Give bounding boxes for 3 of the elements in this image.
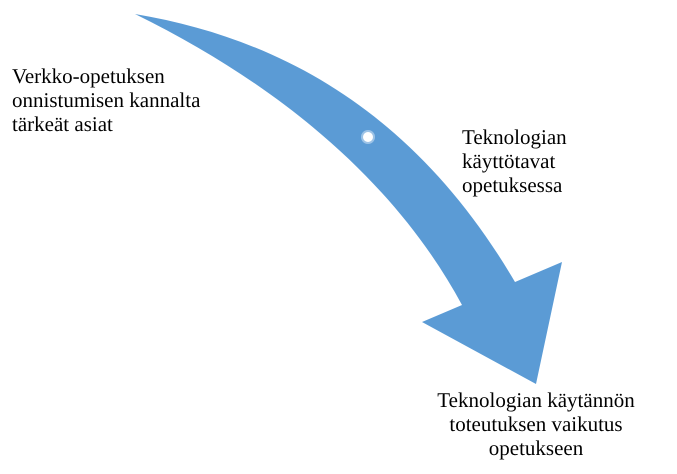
text-label: Teknologian käytännön toteutuksen vaikutus opetukseen [436, 388, 636, 460]
text-label: Verkko-opetuksen onnistumisen kannalta tärkeät asiat [12, 64, 202, 136]
text-label: Teknologian käyttötavat opetuksessa [462, 125, 568, 197]
